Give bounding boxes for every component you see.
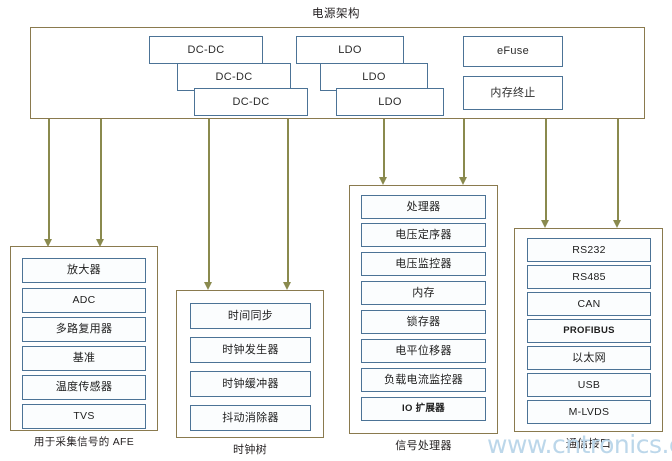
arrow-head-comm-2 <box>613 220 621 228</box>
signal-item-load-current-monitor[interactable]: 负载电流监控器 <box>361 368 486 392</box>
arrow-line-comm-1 <box>545 119 547 220</box>
signal-item-processor[interactable]: 处理器 <box>361 195 486 219</box>
comm-item-rs485[interactable]: RS485 <box>527 265 651 289</box>
arrow-head-clock-2 <box>283 282 291 290</box>
afe-item-reference[interactable]: 基准 <box>22 346 146 371</box>
arrow-head-afe-1 <box>44 239 52 247</box>
arrow-line-clock-2 <box>287 119 289 282</box>
comm-item-ethernet[interactable]: 以太网 <box>527 346 651 370</box>
arrow-line-afe-2 <box>100 119 102 239</box>
comm-item-rs232[interactable]: RS232 <box>527 238 651 262</box>
clock-item-clock-buffer[interactable]: 时钟缓冲器 <box>190 371 311 397</box>
page-title: 电源架构 <box>312 8 360 20</box>
signal-item-io-expander[interactable]: IO 扩展器 <box>361 397 486 421</box>
signal-item-memory[interactable]: 内存 <box>361 281 486 305</box>
afe-item-tvs[interactable]: TVS <box>22 404 146 429</box>
memory-termination-block[interactable]: 内存终止 <box>463 76 563 110</box>
clock-tree-group-caption: 时钟树 <box>233 444 267 456</box>
arrow-head-signal-2 <box>459 177 467 185</box>
arrow-head-afe-2 <box>96 239 104 247</box>
comm-item-usb[interactable]: USB <box>527 373 651 397</box>
arrow-head-clock-1 <box>204 282 212 290</box>
ldo-block-3[interactable]: LDO <box>336 88 444 116</box>
dcdc-block-2[interactable]: DC-DC <box>177 63 291 91</box>
dcdc-block-3[interactable]: DC-DC <box>194 88 308 116</box>
afe-item-amplifier[interactable]: 放大器 <box>22 258 146 283</box>
arrow-line-signal-2 <box>463 119 465 177</box>
arrow-line-afe-1 <box>48 119 50 239</box>
comm-item-can[interactable]: CAN <box>527 292 651 316</box>
comm-item-mlvds[interactable]: M-LVDS <box>527 400 651 424</box>
signal-item-level-shifter[interactable]: 电平位移器 <box>361 339 486 363</box>
arrow-line-comm-2 <box>617 119 619 220</box>
signal-item-voltage-monitor[interactable]: 电压监控器 <box>361 252 486 276</box>
arrow-line-signal-1 <box>383 119 385 177</box>
ldo-block-1[interactable]: LDO <box>296 36 404 64</box>
comm-item-profibus[interactable]: PROFIBUS <box>527 319 651 343</box>
comm-interface-group-caption: 通信接口 <box>565 438 612 450</box>
signal-item-latch[interactable]: 锁存器 <box>361 310 486 334</box>
arrow-line-clock-1 <box>208 119 210 282</box>
clock-item-jitter-cleaner[interactable]: 抖动消除器 <box>190 405 311 431</box>
afe-item-temperature-sensor[interactable]: 温度传感器 <box>22 375 146 400</box>
clock-item-clock-generator[interactable]: 时钟发生器 <box>190 337 311 363</box>
arrow-head-signal-1 <box>379 177 387 185</box>
ldo-block-2[interactable]: LDO <box>320 63 428 91</box>
afe-item-adc[interactable]: ADC <box>22 288 146 313</box>
signal-item-voltage-sequencer[interactable]: 电压定序器 <box>361 223 486 247</box>
signal-processor-group-caption: 信号处理器 <box>395 440 452 452</box>
dcdc-block-1[interactable]: DC-DC <box>149 36 263 64</box>
afe-group-caption: 用于采集信号的 AFE <box>33 436 135 448</box>
clock-item-time-sync[interactable]: 时间同步 <box>190 303 311 329</box>
efuse-block[interactable]: eFuse <box>463 36 563 67</box>
afe-item-multiplexer[interactable]: 多路复用器 <box>22 317 146 342</box>
arrow-head-comm-1 <box>541 220 549 228</box>
